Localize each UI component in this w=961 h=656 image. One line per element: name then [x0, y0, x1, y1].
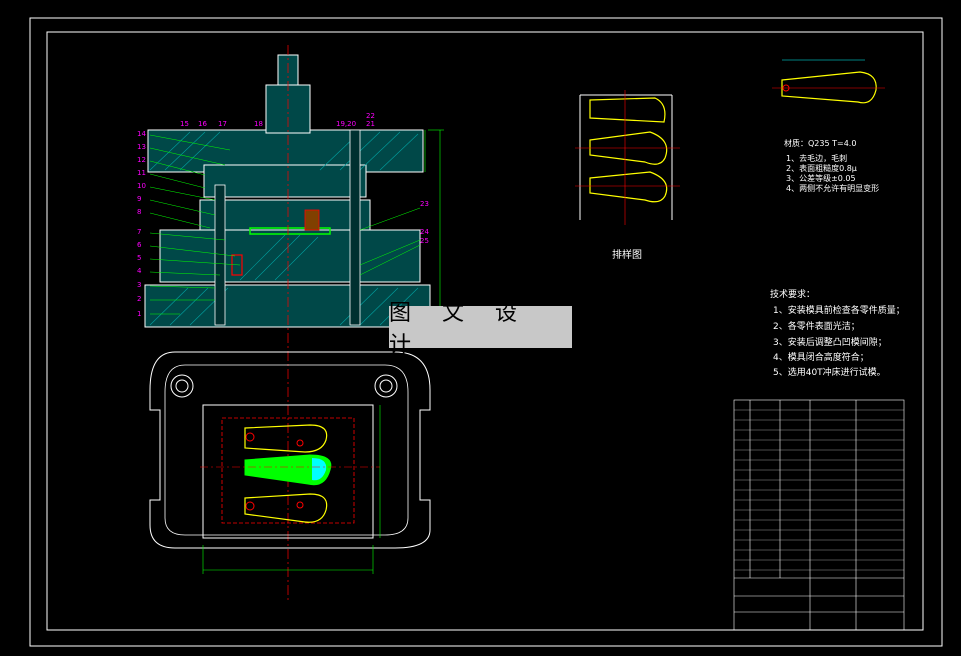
outer-frame	[29, 17, 943, 647]
layout-caption: 排样图	[612, 248, 642, 261]
callout-6: 6	[137, 241, 142, 249]
part-note-4: 4、两侧不允许有明显变形	[786, 183, 879, 193]
callout-25: 25	[420, 237, 429, 245]
section-callouts-left: 14 13 12 11 10 9 8 7 6 5 4 3 2 1	[137, 130, 146, 318]
tech-title: 技术要求：	[770, 288, 815, 300]
callout-2: 2	[137, 295, 141, 303]
callout-3: 3	[137, 281, 141, 289]
part-note-3: 3、公差等级±0.05	[786, 173, 856, 183]
callout-13: 13	[137, 143, 146, 151]
part-note-2: 2、表面粗糙度0.8μ	[786, 163, 857, 173]
tech-note-2: 2、各零件表面光洁；	[773, 320, 860, 332]
tech-note-1: 1、安装模具前检查各零件质量；	[773, 304, 905, 316]
callout-7: 7	[137, 228, 141, 236]
tech-note-4: 4、模具闭合高度符合；	[773, 351, 869, 363]
callout-1: 1	[137, 310, 141, 318]
callout-11: 11	[137, 169, 146, 177]
plan-view	[149, 351, 431, 574]
part-note-1: 1、去毛边，毛刺	[786, 153, 847, 163]
callout-10: 10	[137, 182, 146, 190]
inner-frame	[46, 31, 924, 631]
part-detail	[772, 59, 885, 104]
callout-19-20: 19,20	[336, 120, 356, 128]
material-line: 材质：Q235 T=4.0	[784, 138, 856, 148]
title-block-rows	[734, 409, 904, 571]
callout-8: 8	[137, 208, 141, 216]
callout-15: 15	[180, 120, 189, 128]
section-callouts-right: 23 24 25	[420, 200, 429, 245]
callout-9: 9	[137, 195, 141, 203]
callout-21: 21	[366, 120, 375, 128]
callout-18: 18	[254, 120, 263, 128]
tech-note-5: 5、选用40T冲床进行试模。	[773, 366, 886, 378]
callout-14: 14	[137, 130, 146, 138]
section-view	[144, 45, 444, 600]
callout-23: 23	[420, 200, 429, 208]
callout-16: 16	[198, 120, 207, 128]
callout-17: 17	[218, 120, 227, 128]
strip-layout	[575, 90, 680, 225]
section-callouts-top: 15 16 17 18 19,20 21 22	[180, 112, 375, 128]
callout-4: 4	[137, 267, 142, 275]
callout-12: 12	[137, 156, 146, 164]
title-block	[733, 399, 905, 631]
callout-5: 5	[137, 254, 141, 262]
callout-24: 24	[420, 228, 429, 236]
callout-22: 22	[366, 112, 375, 120]
watermark: 图 文 设 计	[389, 301, 572, 358]
tech-note-3: 3、安装后调整凸凹模间隙；	[773, 336, 887, 348]
